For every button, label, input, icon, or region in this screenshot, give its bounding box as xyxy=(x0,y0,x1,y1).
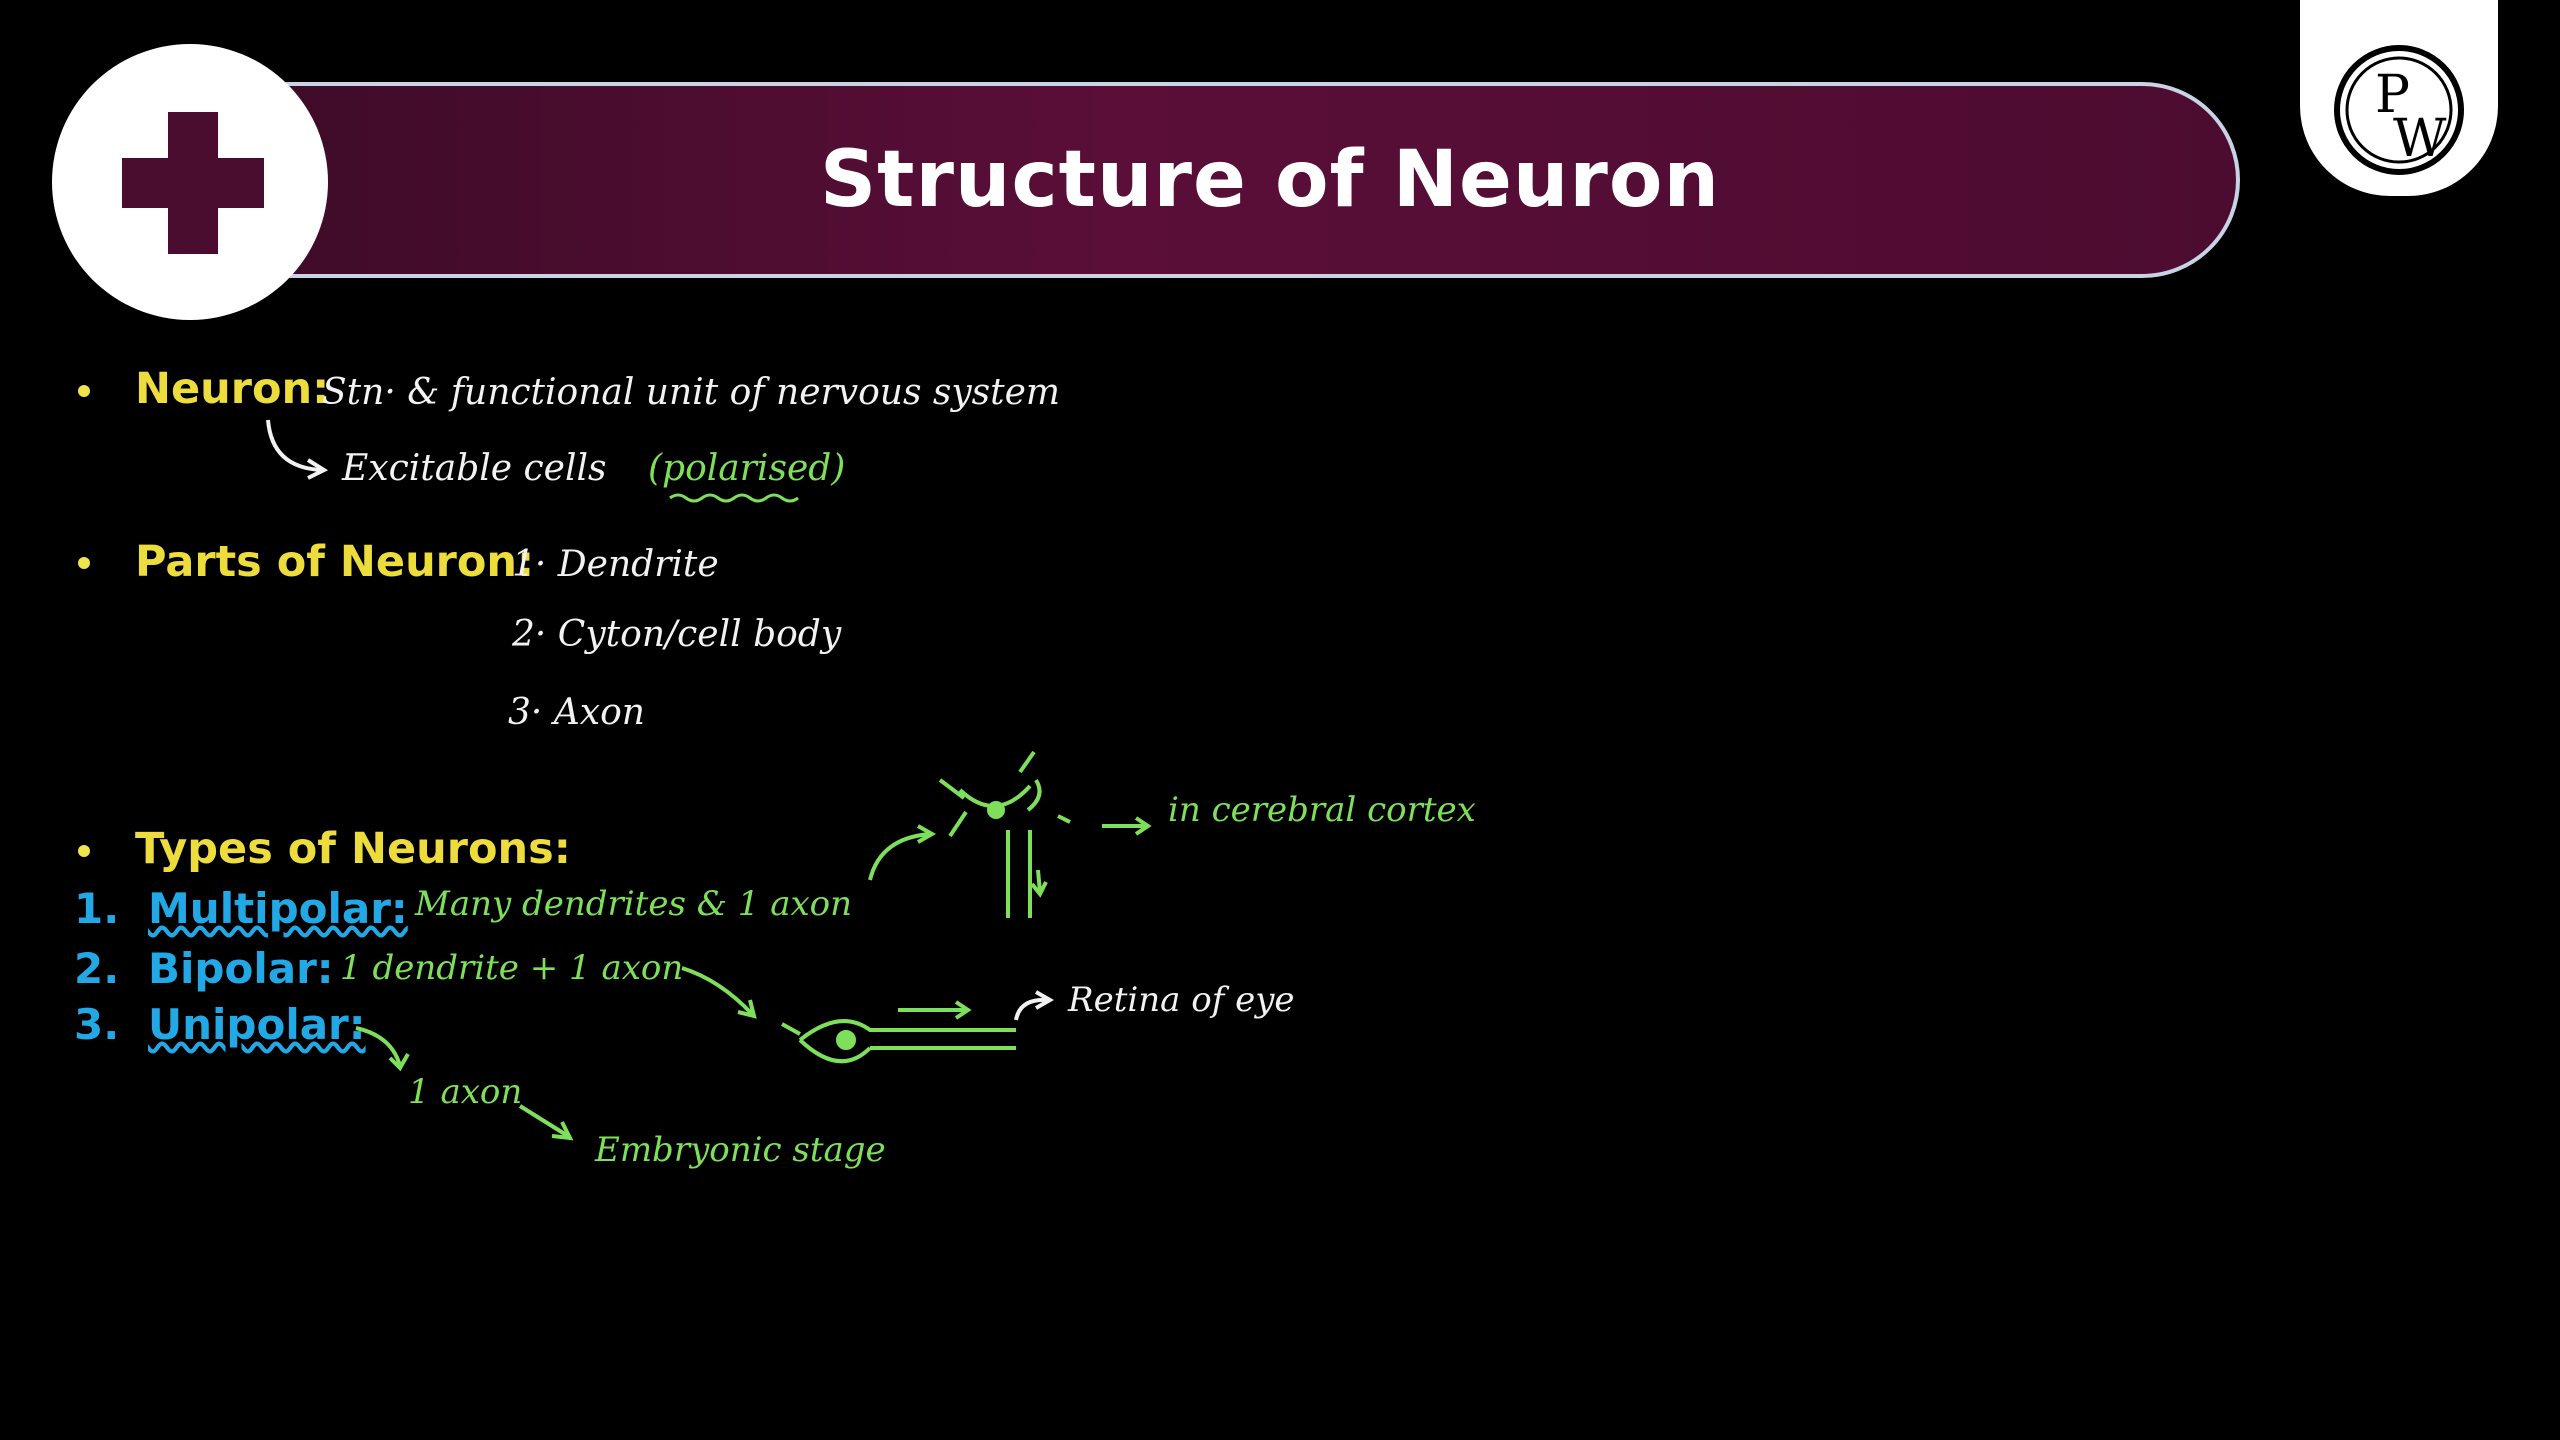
type-number: 1. xyxy=(74,884,120,933)
bipolar-neuron-sketch xyxy=(681,966,1016,1064)
title-banner xyxy=(190,82,2240,278)
arrow-icon xyxy=(518,1104,570,1138)
unipolar-note: 1 axon xyxy=(408,1072,523,1112)
arrow-icon xyxy=(355,1026,402,1067)
part-item-dendrite: 1· Dendrite xyxy=(512,544,719,585)
type-name-bipolar: Bipolar: xyxy=(148,944,334,993)
parts-heading: Parts of Neuron: xyxy=(135,537,535,587)
polarised-note: (polarised) xyxy=(648,448,846,489)
hook-arrow-icon xyxy=(1014,997,1049,1021)
hook-arrow-icon xyxy=(266,419,323,472)
neuron-definition: Stn· & functional unit of nervous system xyxy=(322,372,1061,413)
type-number: 2. xyxy=(74,944,120,993)
bullet-icon xyxy=(78,557,90,569)
bullet-icon xyxy=(78,845,90,857)
neuron-heading: Neuron: xyxy=(135,364,330,414)
multipolar-location: in cerebral cortex xyxy=(1168,790,1476,830)
part-item-cyton: 2· Cyton/cell body xyxy=(512,614,842,655)
wavy-underline xyxy=(669,493,799,503)
svg-text:W: W xyxy=(2393,109,2447,169)
types-heading: Types of Neurons: xyxy=(135,824,571,874)
type-name-unipolar: Unipolar: xyxy=(148,1000,366,1049)
pw-logo-icon: P W xyxy=(2334,45,2464,175)
type-number: 3. xyxy=(74,1000,120,1049)
multipolar-note: Many dendrites & 1 axon xyxy=(415,884,853,924)
bullet-icon xyxy=(78,385,90,397)
neuron-sub-note: Excitable cells xyxy=(342,448,607,489)
unipolar-location: Embryonic stage xyxy=(595,1130,886,1170)
bipolar-note: 1 dendrite + 1 axon xyxy=(340,948,684,988)
type-name-multipolar: Multipolar: xyxy=(148,884,408,933)
bipolar-location: Retina of eye xyxy=(1068,980,1295,1020)
multipolar-neuron-sketch xyxy=(868,750,1152,918)
part-item-axon: 3· Axon xyxy=(508,692,645,733)
svg-text:P: P xyxy=(2375,65,2410,125)
page-title: Structure of Neuron xyxy=(819,135,1720,225)
